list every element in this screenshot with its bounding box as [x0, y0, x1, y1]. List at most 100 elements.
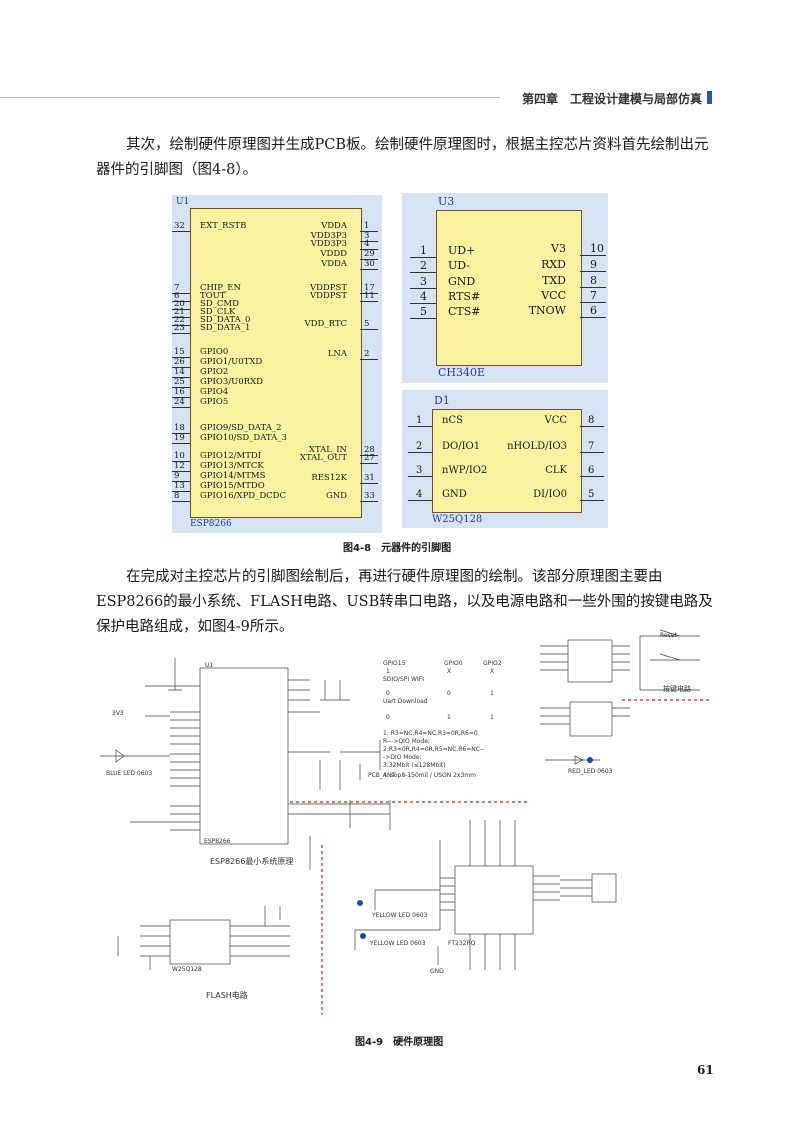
u1-ref: U1 [176, 197, 190, 207]
pin-name: XTAL_IN [308, 445, 347, 455]
pin-name: SD_CLK [200, 307, 236, 317]
pin-name: nHOLD/IO3 [507, 441, 567, 452]
pin-number: 8 [174, 491, 180, 501]
pin-name: GND [325, 491, 347, 501]
pin-line [172, 386, 190, 388]
pin-line [360, 268, 378, 270]
reset-label: Reset [660, 632, 677, 639]
pin-line [580, 500, 604, 501]
u3-body [436, 210, 582, 366]
boot-row3-c: 1 [490, 714, 494, 721]
paragraph-schematic: 在完成对主控芯片的引脚图绘制后，再进行硬件原理图的绘制。该部分原理图主要由ESP… [96, 569, 713, 635]
pin-line [580, 476, 604, 477]
boot-row1-label: SDIO/SPI WIFI [383, 676, 424, 683]
gnd-label: GND [430, 968, 444, 975]
pin-line [410, 288, 436, 289]
u3-ref: U3 [438, 195, 455, 208]
pin-line [360, 500, 378, 502]
pin-number: 18 [174, 423, 185, 433]
pin-line [172, 308, 190, 310]
pin-number: 4 [364, 239, 370, 249]
pin-number: 1 [420, 244, 427, 257]
pin-number: 14 [174, 367, 185, 377]
pin-line [172, 300, 190, 302]
pin-name: GND [442, 489, 467, 500]
pin-line [172, 396, 190, 398]
header-accent-bar [707, 91, 712, 104]
pin-number: 29 [364, 249, 375, 259]
pin-name: GPIO15/MTDO [200, 481, 265, 491]
pin-number: 1 [416, 415, 423, 426]
pin-name: TXD [542, 274, 566, 287]
pin-line [172, 432, 190, 434]
pin-line [172, 316, 190, 318]
boot-row3-b: 1 [447, 714, 451, 721]
pin-line [172, 406, 190, 408]
pin-name: XTAL_OUT [299, 453, 347, 463]
pin-line [172, 356, 190, 358]
pin-name: CHIP_EN [200, 283, 241, 293]
u3-part: CH340E [438, 366, 486, 379]
pin-name: VDDPST [310, 283, 347, 293]
pin-number: 9 [590, 258, 597, 271]
pin-name: CLK [545, 465, 567, 476]
schem-esp-chip [199, 667, 289, 845]
boot-row1-a: 1 [386, 668, 390, 675]
boot-row1-c: X [490, 668, 495, 675]
figure2-caption: 图4-9 硬件原理图 [355, 1037, 444, 1048]
pin-name: TNOW [528, 304, 566, 317]
boot-row2-b: 0 [447, 690, 451, 697]
pin-number: 4 [416, 489, 423, 500]
pin-line [410, 257, 436, 258]
pin-name: GPIO14/MTMS [200, 471, 266, 481]
pin-line [172, 332, 190, 334]
pin-number: 3 [420, 275, 427, 288]
pin-line [408, 426, 432, 427]
pin-number: 3 [416, 465, 423, 476]
boot-row2-a: 0 [386, 690, 390, 697]
pin-line [360, 258, 378, 260]
pin-line [360, 462, 378, 464]
note-5: 3:32Mbit (≤128Mbit) [383, 762, 446, 769]
pin-name: nWP/IO2 [442, 465, 488, 476]
pin-name: VCC [544, 415, 567, 426]
pin-name: DI/IO0 [533, 489, 567, 500]
boot-row3-a: 0 [386, 714, 390, 721]
pin-name: VCC [541, 289, 566, 302]
schem-connector [591, 873, 617, 903]
note-3: 2:R3=0R,R4=0R,R5=NC,R6=NC-- [383, 746, 485, 753]
pin-line [360, 328, 378, 330]
pin-number: 33 [364, 491, 375, 501]
pin-line [408, 500, 432, 501]
pin-name: DO/IO1 [442, 441, 481, 452]
pin-number: 20 [174, 299, 185, 309]
pin-line [408, 452, 432, 453]
pin-line [172, 324, 190, 326]
schem-header-p1 [567, 639, 613, 683]
pin-number: 32 [174, 221, 185, 231]
pin-name: VDD_RTC [304, 319, 347, 329]
pin-line [172, 500, 190, 502]
boot-row2-c: 1 [490, 690, 494, 697]
note-4: ->DIO Mode; [383, 754, 422, 761]
pin-name: VDDPST [310, 291, 347, 301]
schem-esp-ref: U1 [205, 662, 214, 669]
pin-number: 2 [416, 441, 423, 452]
pin-name: UD- [448, 259, 471, 272]
pin-number: 13 [174, 481, 185, 491]
note-1: 1: R3=NC,R4=NC,R3=0R,R6=0 [383, 730, 478, 737]
d1-part: W25Q128 [432, 514, 483, 525]
pin-name: VDDA [321, 221, 347, 231]
pin-name: V3 [551, 242, 566, 255]
pin-name: VDD3P3 [310, 231, 347, 241]
pin-name: EXT_RSTB [200, 221, 247, 231]
pin-number: 7 [174, 283, 180, 293]
header-rule [0, 97, 500, 98]
pin-line [408, 476, 432, 477]
pin-line [172, 442, 190, 444]
pin-name: TOUT [200, 291, 226, 301]
pin-line [580, 271, 606, 272]
pin-number: 8 [590, 274, 597, 287]
pin-number: 2 [420, 259, 427, 272]
pin-number: 5 [364, 319, 370, 329]
